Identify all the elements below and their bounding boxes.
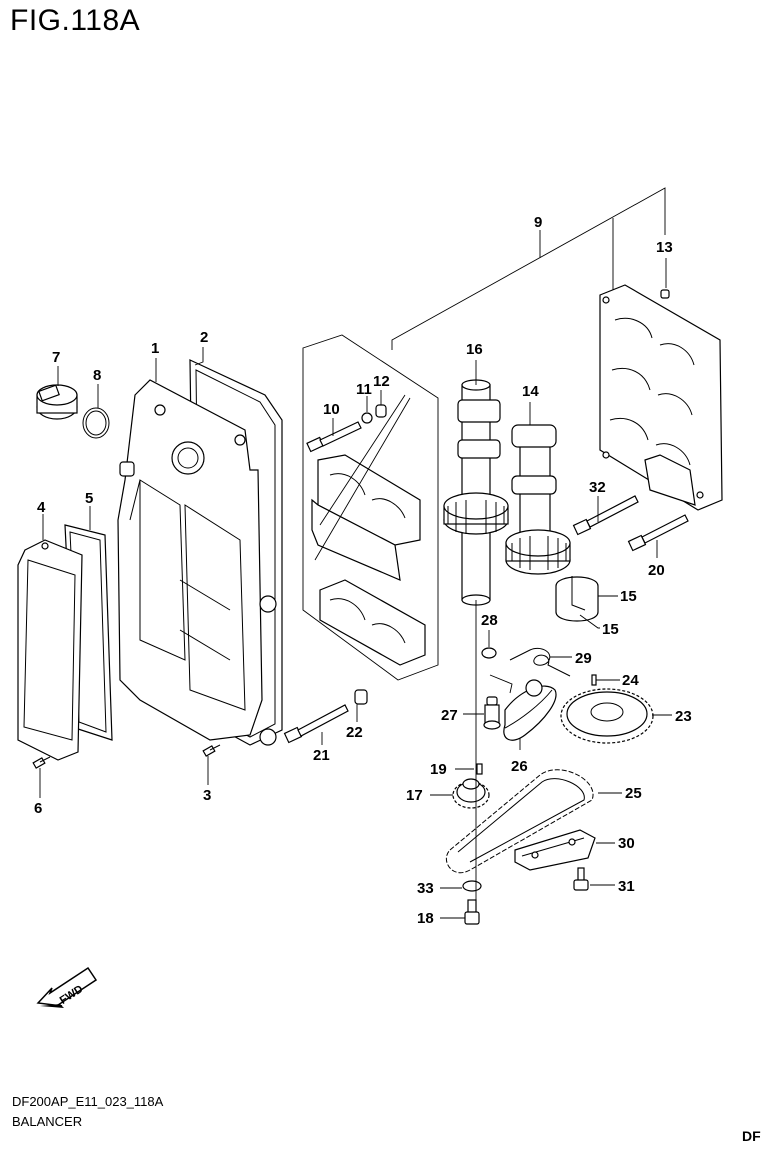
washer [259, 595, 277, 746]
lower-housing [311, 454, 426, 666]
part-3-bolt [202, 744, 221, 757]
part-20-bolt [627, 514, 689, 552]
callout-31: 31 [618, 878, 635, 895]
callout-18: 18 [417, 910, 434, 927]
housing-group-box [302, 334, 439, 681]
callout-1: 1 [151, 340, 159, 357]
part-31-bolt [573, 867, 589, 891]
callout-30: 30 [618, 835, 635, 852]
part-21-bolt [283, 704, 349, 744]
part-10-bolt [306, 421, 362, 453]
callout-26: 26 [511, 758, 528, 775]
callout-15b: 15 [602, 621, 619, 638]
callout-7: 7 [52, 349, 60, 366]
part-15-bushing [555, 576, 599, 622]
part-24-pin [591, 674, 597, 686]
callout-32: 32 [589, 479, 606, 496]
part-11-washer [361, 412, 373, 424]
callout-22: 22 [346, 724, 363, 741]
callout-28: 28 [481, 612, 498, 629]
part-33-washer [462, 880, 482, 892]
callout-6: 6 [34, 800, 42, 817]
callout-24: 24 [622, 672, 639, 689]
part-29-spring [509, 647, 571, 677]
spring-lead [489, 674, 513, 694]
callout-5: 5 [85, 490, 93, 507]
corner-tag: DF [742, 1128, 761, 1144]
part-27-bolt [483, 696, 501, 730]
part-26-tensioner [503, 679, 557, 741]
callout-11: 11 [356, 381, 372, 398]
figure-title: FIG.118A [10, 4, 141, 37]
part-19-key [476, 763, 483, 775]
part-22-dowel [354, 689, 368, 705]
drawing-code: DF200AP_E11_023_118A [12, 1094, 164, 1109]
callout-8: 8 [93, 367, 101, 384]
part-14-balancer-shaft [505, 424, 571, 575]
callout-20: 20 [648, 562, 665, 579]
drawing-name: BALANCER [12, 1114, 83, 1129]
part-32-bolt [572, 495, 639, 536]
part-28-washer [481, 647, 497, 659]
callout-27: 27 [441, 707, 458, 724]
callout-13: 13 [656, 239, 673, 256]
fwd-arrow: FWD [36, 966, 98, 1008]
part-13-plug [660, 289, 670, 299]
callout-23: 23 [675, 708, 692, 725]
callout-9-bracket [391, 187, 666, 350]
callout-4: 4 [37, 499, 46, 516]
callout-33: 33 [417, 880, 434, 897]
part-30-chain-guide [514, 829, 596, 871]
callout-16: 16 [466, 341, 483, 358]
callout-25: 25 [625, 785, 642, 802]
callout-15a: 15 [620, 588, 637, 605]
part-17-sprocket [452, 778, 490, 809]
part-18-bolt [464, 899, 480, 925]
leader-lines [39, 258, 672, 919]
part-7-cap [36, 384, 78, 420]
callout-2: 2 [200, 329, 208, 346]
part-23-gear [560, 688, 654, 744]
callout-14: 14 [522, 383, 539, 400]
upper-housing [599, 284, 723, 511]
callout-10: 10 [323, 401, 340, 418]
part-8-o-ring [82, 407, 110, 439]
part-4-plate [17, 539, 83, 761]
callout-19: 19 [430, 761, 447, 778]
callout-3: 3 [203, 787, 211, 804]
callout-9: 9 [534, 214, 542, 231]
callout-17: 17 [406, 787, 423, 804]
part-12-dowel [375, 404, 387, 418]
callout-29: 29 [575, 650, 592, 667]
callout-12: 12 [373, 373, 390, 390]
part-6-bolt [32, 756, 51, 769]
part-16-balancer-shaft [443, 379, 509, 606]
part-25-chain [445, 769, 594, 873]
part-1-cover [117, 379, 263, 741]
dowel-lead-lines [314, 394, 411, 561]
callout-21: 21 [313, 747, 330, 764]
